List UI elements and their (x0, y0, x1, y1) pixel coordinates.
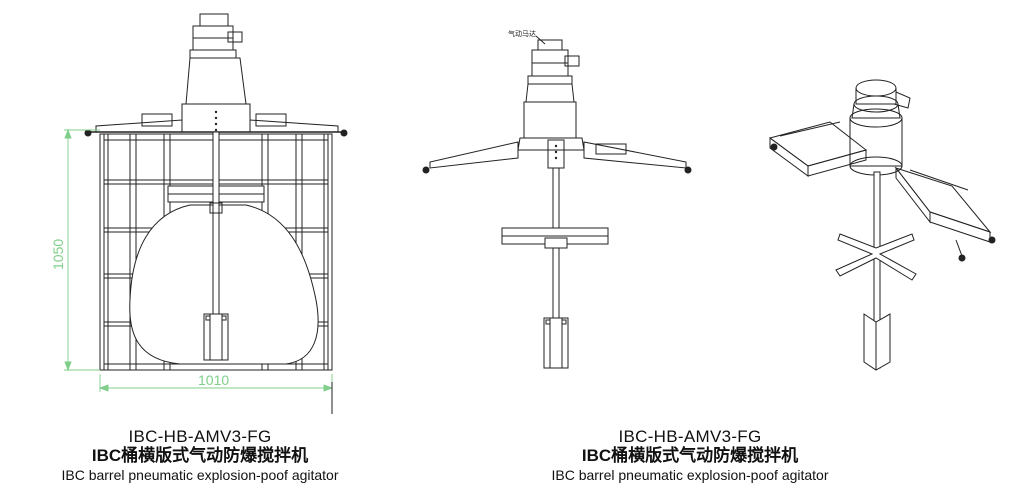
motor-top (199, 13, 229, 27)
left-support-arm (429, 141, 519, 169)
right-support-arm (583, 141, 687, 169)
model-number: IBC-HB-AMV3-FG (618, 427, 762, 446)
motor-top (855, 79, 897, 97)
tank-bag (129, 204, 319, 365)
model-number: IBC-HB-AMV3-FG (128, 427, 272, 446)
motor-port (227, 31, 243, 43)
caption-right: IBC-HB-AMV3-FG IBC桶横版式气动防爆搅拌机 IBC barrel… (510, 428, 870, 482)
upper-impeller (835, 233, 917, 281)
chinese-title: IBC桶横版式气动防爆搅拌机 (581, 446, 799, 465)
caption-left: IBC-HB-AMV3-FG IBC桶横版式气动防爆搅拌机 IBC barrel… (20, 428, 380, 482)
height-dimension-label: 1050 (50, 239, 66, 270)
mount-block (523, 101, 577, 139)
width-dimension-label: 1010 (198, 372, 229, 388)
isometric-view-agitator (768, 79, 996, 371)
gear-housing (185, 57, 247, 105)
bottom-impeller (543, 317, 569, 369)
english-title: IBC barrel pneumatic explosion-poof agit… (61, 467, 339, 483)
motor-port (893, 91, 911, 109)
bottom-impeller (203, 313, 229, 361)
mount-block (849, 118, 903, 167)
front-view-with-ibc-cage (84, 13, 348, 371)
motor-callout-label: 气动马达 (508, 29, 536, 38)
english-title: IBC barrel pneumatic explosion-poof agit… (551, 467, 829, 483)
front-view-agitator: 气动马达 (422, 29, 692, 369)
bottom-impeller (863, 313, 891, 371)
chinese-title: IBC桶横版式气动防爆搅拌机 (91, 446, 309, 465)
